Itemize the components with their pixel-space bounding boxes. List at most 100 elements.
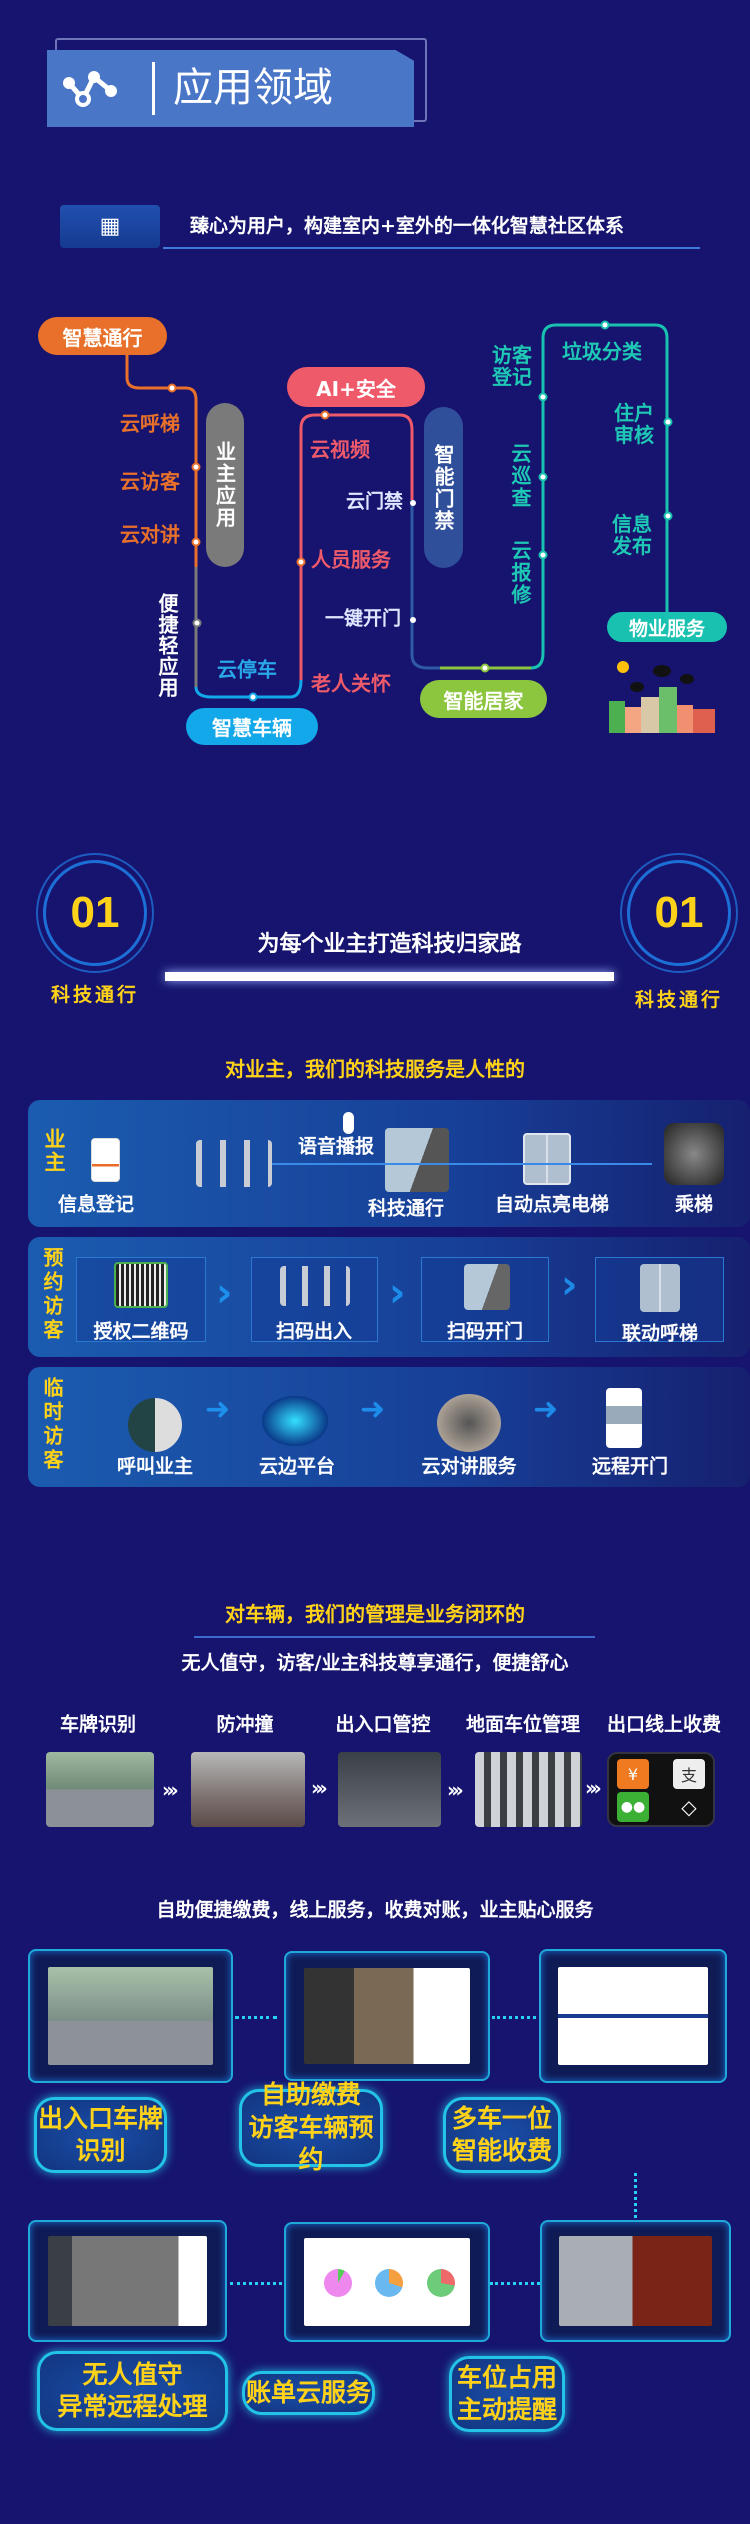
connector-dotted: [490, 2282, 540, 2285]
label-resident-audit: 住户审核: [614, 401, 654, 447]
label-info-publish: 信息发布: [612, 512, 652, 558]
owner-step-label: 科技通行: [367, 1197, 445, 1220]
vehicle-title-line: [194, 1636, 595, 1638]
label-visitor-register: 访客登记: [492, 343, 532, 389]
turnstile-image: [280, 1266, 350, 1306]
feature-label-line: 车位占用: [456, 2362, 557, 2392]
wechat-icon: ●●: [617, 1792, 649, 1822]
subtitle-underline: [163, 247, 700, 249]
connector-dotted: [235, 2016, 277, 2019]
elevator-door-image: [640, 1264, 680, 1312]
header-divider: [152, 62, 155, 115]
pie-chart-icon: [375, 2268, 404, 2297]
access-door-image: [464, 1264, 510, 1310]
badge-01-left-tag: 科技通行: [50, 984, 139, 1006]
booked-step-label: 联动呼梯: [621, 1322, 699, 1345]
elevator-door-image: [523, 1133, 571, 1185]
section01-title: 为每个业主打造科技归家路: [257, 932, 522, 957]
feature-screen-plate: [28, 1949, 233, 2083]
booked-step-elevator: [595, 1257, 724, 1342]
badge-01-right: [627, 860, 731, 966]
vehicle-title: 对车辆，我们的管理是业务闭环的: [225, 1602, 525, 1626]
feature-label-multicar: 多车一位智能收费: [443, 2097, 561, 2173]
feature-label-line: 账单云服务: [245, 2377, 371, 2407]
label-cloud-patrol: 云巡查: [508, 443, 532, 509]
card-icon: ◇: [681, 1795, 697, 1819]
pill-smart-home: 智能居家: [420, 680, 547, 718]
feature-label-line: 智能收费: [451, 2136, 552, 2165]
temp-step-label: 云对讲服务: [421, 1455, 517, 1478]
feature-label-line: 出入口车牌: [37, 2103, 163, 2133]
pie-chart-icon: [426, 2268, 455, 2297]
label-cloud-intercom: 云对讲: [120, 522, 180, 547]
pill-ai-safety: AI+安全: [287, 367, 425, 407]
pie-chart-icon: [324, 2268, 353, 2297]
booked-step-label: 扫码开门: [446, 1320, 524, 1343]
page-title: 应用领域: [173, 65, 333, 111]
chevron-right-icon: ›: [561, 1262, 578, 1308]
curved-arrow-icon: ➜: [360, 1392, 386, 1427]
info-card-image: [91, 1138, 120, 1182]
online-payment-image: ¥ 支 ●● ◇: [607, 1752, 715, 1827]
triple-chevron-icon: ›››: [447, 1778, 464, 1802]
temp-step-label: 云边平台: [258, 1455, 336, 1478]
feature-screen-billing: [284, 2222, 490, 2342]
remote-open-phone-image: [606, 1388, 642, 1448]
call-owner-image: [128, 1398, 182, 1452]
chevron-right-icon: ›: [389, 1270, 406, 1316]
vehicle-step-label: 出入口管控: [335, 1713, 431, 1736]
cloud-edge-platform-image: [262, 1396, 328, 1446]
feature-label-line: 访客车辆预约: [248, 2112, 374, 2175]
header-banner: 应用领域: [47, 50, 414, 127]
pill-property: 物业服务: [607, 612, 727, 642]
temp-step-label: 呼叫业主: [116, 1455, 194, 1478]
feature-label-line: 识别: [75, 2136, 126, 2165]
booked-step-scan-door: [421, 1257, 549, 1342]
badge-01-left-number: 01: [70, 888, 120, 937]
community-icon: ▦: [60, 205, 160, 248]
feature-label-occupancy: 车位占用主动提醒: [449, 2356, 565, 2432]
feature-label-line: 无人值守: [82, 2359, 183, 2389]
city-buildings-icon: [609, 661, 715, 733]
qr-phones-image: [114, 1262, 168, 1308]
label-cloud-repair: 云报修: [508, 540, 532, 606]
label-cloud-door: 云门禁: [346, 490, 404, 513]
booked-step-scan-pass: [251, 1257, 378, 1342]
diagram-lines: [125, 320, 673, 702]
label-cloud-parking: 云停车: [217, 657, 277, 682]
pill-smart-access: 智能门禁: [424, 407, 463, 568]
vehicle-footer: 自助便捷缴费，线上服务，收费对账，业主贴心服务: [156, 1899, 594, 1921]
owner-label: 业主: [42, 1128, 66, 1174]
section01-subtitle: 对业主，我们的科技服务是人性的: [225, 1057, 525, 1081]
owner-step-label: 语音播报: [297, 1135, 375, 1158]
badge-01-right-number: 01: [654, 888, 704, 937]
label-staff-service: 人员服务: [311, 547, 391, 572]
feature-label-selfpay: 自助缴费访客车辆预约: [239, 2080, 383, 2174]
connector-dotted: [492, 2016, 536, 2019]
curved-arrow-icon: ➜: [533, 1392, 559, 1427]
feature-label-billing: 账单云服务: [242, 2371, 375, 2415]
vehicle-step-label: 地面车位管理: [465, 1713, 581, 1736]
plate-recognition-image: [46, 1752, 154, 1827]
temp-step-label: 远程开门: [591, 1455, 669, 1478]
label-light-app: 便捷轻应用: [155, 593, 179, 698]
feature-label-plate: 出入口车牌识别: [34, 2097, 167, 2173]
badge-01-left: [43, 860, 147, 966]
label-cloud-visitor: 云访客: [120, 469, 180, 494]
access-door-image: [385, 1128, 449, 1192]
feature-screen-multicar: [539, 1949, 727, 2083]
feature-label-unattended: 无人值守异常远程处理: [37, 2351, 228, 2431]
entrance-control-image: [338, 1752, 441, 1827]
pill-smart-pass: 智慧通行: [38, 317, 167, 355]
badge-01-right-tag: 科技通行: [634, 989, 723, 1011]
label-garbage: 垃圾分类: [562, 339, 642, 364]
vehicle-step-label: 车牌识别: [59, 1713, 137, 1736]
triple-chevron-icon: ›››: [311, 1776, 328, 1800]
owner-step-label: 乘梯: [674, 1193, 714, 1216]
connector-dotted: [230, 2282, 282, 2285]
label-elder-care: 老人关怀: [311, 671, 391, 696]
chevron-right-icon: ›: [216, 1270, 233, 1316]
feature-label-line: 自助缴费: [260, 2080, 361, 2110]
booked-visitor-label: 预约访客: [40, 1247, 64, 1343]
